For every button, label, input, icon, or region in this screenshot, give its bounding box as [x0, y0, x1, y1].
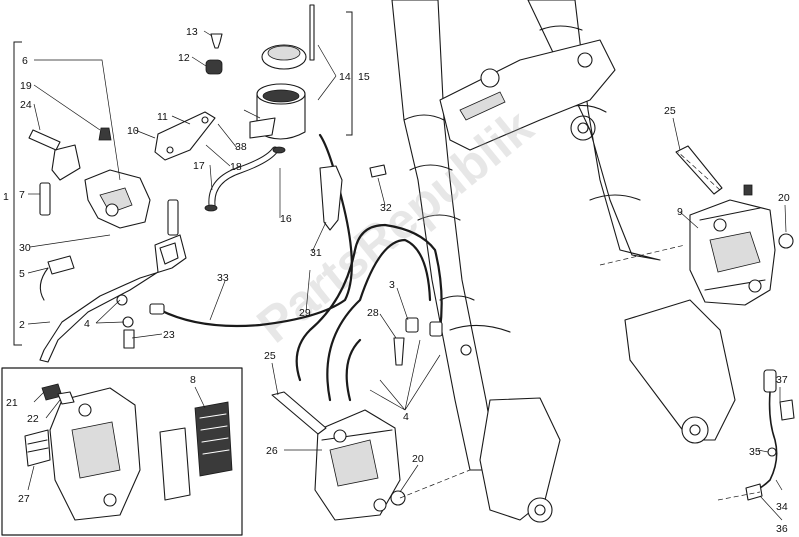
- callout-14: 14: [339, 71, 351, 83]
- front-fork: [391, 0, 736, 523]
- pad-spring: [24, 429, 51, 467]
- brake-pad-front: [194, 401, 233, 477]
- callout-9: 9: [677, 206, 683, 218]
- banjo-fitting-a: [149, 303, 165, 315]
- brake-master-cylinder: [28, 127, 151, 301]
- caliper-bolt-upper: [675, 145, 723, 195]
- callout-36: 36: [776, 523, 788, 535]
- callout-26: 26: [266, 445, 278, 457]
- bleed-screw-right: [743, 184, 753, 196]
- callout-27: 27: [18, 493, 30, 505]
- callout-25-right: 25: [664, 105, 676, 117]
- callout-15: 15: [358, 71, 370, 83]
- brake-lines: [158, 133, 443, 402]
- callout-30: 30: [19, 242, 31, 254]
- brake-fluid-reservoir: [249, 4, 315, 140]
- callout-5: 5: [19, 268, 25, 280]
- reservoir-bracket: [154, 111, 216, 161]
- callout-4-right: 4: [403, 411, 409, 423]
- callout-2: 2: [19, 319, 25, 331]
- callout-23: 23: [163, 329, 175, 341]
- callout-11: 11: [157, 111, 168, 123]
- group-bracket-reservoir: [346, 11, 353, 136]
- caliper-bolt-lower: [271, 391, 327, 435]
- banjo-bolt-28: [393, 337, 405, 366]
- callout-labels: 1 2 3 4 4 5 6 7 8 9 10 11 12 13 14 15 16…: [3, 26, 790, 535]
- left-brake-caliper: [314, 409, 401, 521]
- callout-25-lower: 25: [264, 350, 276, 362]
- seal-washer-c: [122, 316, 134, 328]
- hose-clamp-lower: [204, 204, 218, 212]
- callout-20-right: 20: [778, 192, 790, 204]
- lever-pin: [167, 199, 179, 236]
- callout-6: 6: [22, 55, 28, 67]
- callout-8: 8: [190, 374, 196, 386]
- abs-speed-sensor: [745, 369, 795, 501]
- callout-4-left: 4: [84, 318, 90, 330]
- washer-20-lower: [390, 490, 406, 506]
- callout-24: 24: [20, 99, 32, 111]
- banjo-fitting-c: [429, 321, 443, 337]
- reservoir-grommet: [205, 59, 223, 75]
- callout-28: 28: [367, 307, 379, 319]
- callout-34: 34: [776, 501, 788, 513]
- callout-17: 17: [193, 160, 205, 172]
- seal-washer-b: [116, 294, 128, 306]
- callout-21: 21: [6, 397, 18, 409]
- brake-pad-rear: [159, 427, 191, 501]
- callout-37: 37: [776, 374, 788, 386]
- group-bracket-master-cylinder: [13, 41, 22, 346]
- callout-22: 22: [27, 413, 39, 425]
- callout-13: 13: [186, 26, 198, 38]
- inset-caliper: [49, 387, 141, 521]
- banjo-fitting-b: [405, 317, 419, 333]
- seal-washer-a: [460, 344, 472, 356]
- callout-12: 12: [178, 52, 190, 64]
- callout-31: 31: [310, 247, 322, 259]
- leader-lines: [27, 30, 787, 521]
- callout-35: 35: [749, 446, 761, 458]
- bolt-32: [369, 164, 387, 178]
- brake-pad-inset-box: [1, 367, 243, 536]
- callout-18: 18: [230, 161, 242, 173]
- inset-bleed-cap: [57, 391, 75, 405]
- brake-lever: [39, 234, 187, 363]
- hose-clamp-upper: [272, 146, 286, 154]
- callout-32: 32: [380, 202, 392, 214]
- callout-38: 38: [235, 141, 247, 153]
- washer-20-upper: [778, 233, 794, 249]
- callout-1: 1: [3, 191, 9, 203]
- callout-33: 33: [217, 272, 229, 284]
- callout-29: 29: [299, 307, 311, 319]
- callout-10: 10: [127, 125, 139, 137]
- reservoir-screw: [210, 33, 223, 49]
- right-brake-caliper: [689, 199, 776, 306]
- callout-20-lower: 20: [412, 453, 424, 465]
- callout-16: 16: [280, 213, 292, 225]
- callout-19: 19: [20, 80, 32, 92]
- banjo-bolt-23: [123, 329, 135, 349]
- callout-7: 7: [19, 189, 25, 201]
- callout-3: 3: [389, 279, 395, 291]
